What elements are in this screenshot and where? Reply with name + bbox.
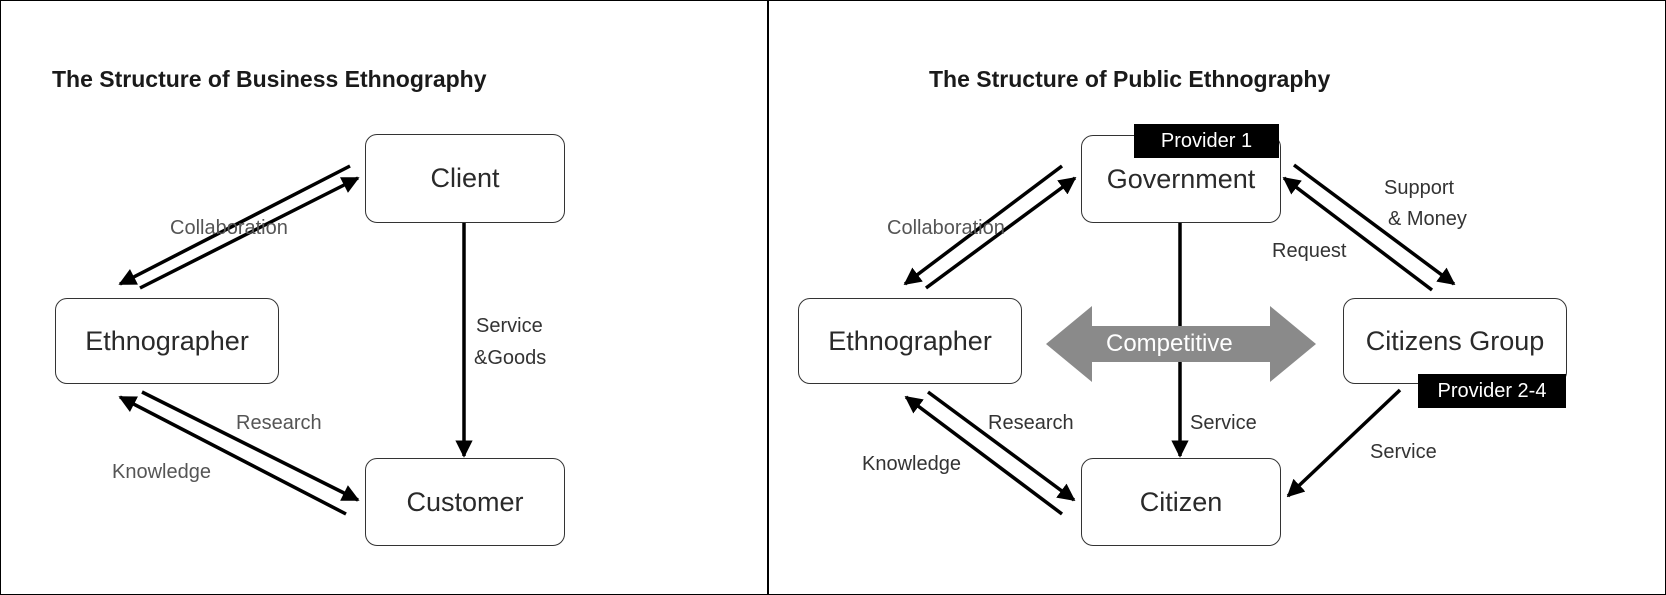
right-knowledge-arrow bbox=[904, 395, 1064, 516]
service-goods-label-line2: &Goods bbox=[474, 347, 547, 369]
provider-1-badge: Provider 1 bbox=[1134, 124, 1279, 158]
research-label: Research bbox=[236, 412, 322, 434]
knowledge-label: Knowledge bbox=[112, 461, 211, 483]
support-money-label-line1: Support bbox=[1384, 177, 1455, 199]
right-research-label: Research bbox=[988, 412, 1074, 434]
citizen-label: Citizen bbox=[1139, 486, 1223, 517]
ethnographer-node: Ethnographer bbox=[55, 298, 279, 384]
service-center-label: Service bbox=[1190, 412, 1257, 434]
right-ethnographer-label: Ethnographer bbox=[828, 325, 992, 356]
ethnographer-label: Ethnographer bbox=[85, 325, 249, 356]
support-money-arrow bbox=[1292, 163, 1456, 286]
competitive-double-arrow bbox=[1046, 306, 1316, 382]
provider-2-4-badge: Provider 2-4 bbox=[1418, 374, 1566, 408]
support-money-label-line2: & Money bbox=[1388, 208, 1467, 230]
collaboration-label: Collaboration bbox=[170, 217, 288, 239]
service-goods-label-line1: Service bbox=[476, 315, 543, 337]
client-label: Client bbox=[430, 163, 500, 193]
right-ethnographer-node: Ethnographer bbox=[798, 298, 1022, 384]
right-collaboration-arrow-to-government bbox=[924, 176, 1077, 290]
request-label: Request bbox=[1272, 240, 1347, 262]
competitive-label: Competitive bbox=[1106, 330, 1233, 357]
citizens-group-node: Citizens Group bbox=[1343, 298, 1567, 384]
right-collaboration-arrow-to-ethnographer bbox=[903, 164, 1064, 286]
customer-node: Customer bbox=[365, 458, 565, 546]
left-panel-title: The Structure of Business Ethnography bbox=[52, 66, 487, 92]
customer-label: Customer bbox=[406, 486, 524, 517]
government-label: Government bbox=[1106, 163, 1256, 194]
collaboration-arrow-to-ethnographer bbox=[118, 164, 351, 286]
request-arrow bbox=[1282, 176, 1434, 292]
collaboration-arrow-to-client bbox=[139, 176, 360, 290]
right-research-arrow bbox=[926, 390, 1076, 502]
panel-divider bbox=[767, 0, 769, 595]
client-node: Client bbox=[365, 134, 565, 223]
right-panel-title: The Structure of Public Ethnography bbox=[929, 66, 1331, 92]
right-collaboration-label: Collaboration bbox=[887, 217, 1005, 239]
right-knowledge-label: Knowledge bbox=[862, 453, 961, 475]
citizens-group-label: Citizens Group bbox=[1365, 325, 1545, 356]
citizen-node: Citizen bbox=[1081, 458, 1281, 546]
research-arrow bbox=[141, 390, 360, 502]
knowledge-arrow bbox=[118, 395, 347, 516]
service-right-label: Service bbox=[1370, 441, 1437, 463]
service-right-arrow bbox=[1286, 388, 1402, 498]
